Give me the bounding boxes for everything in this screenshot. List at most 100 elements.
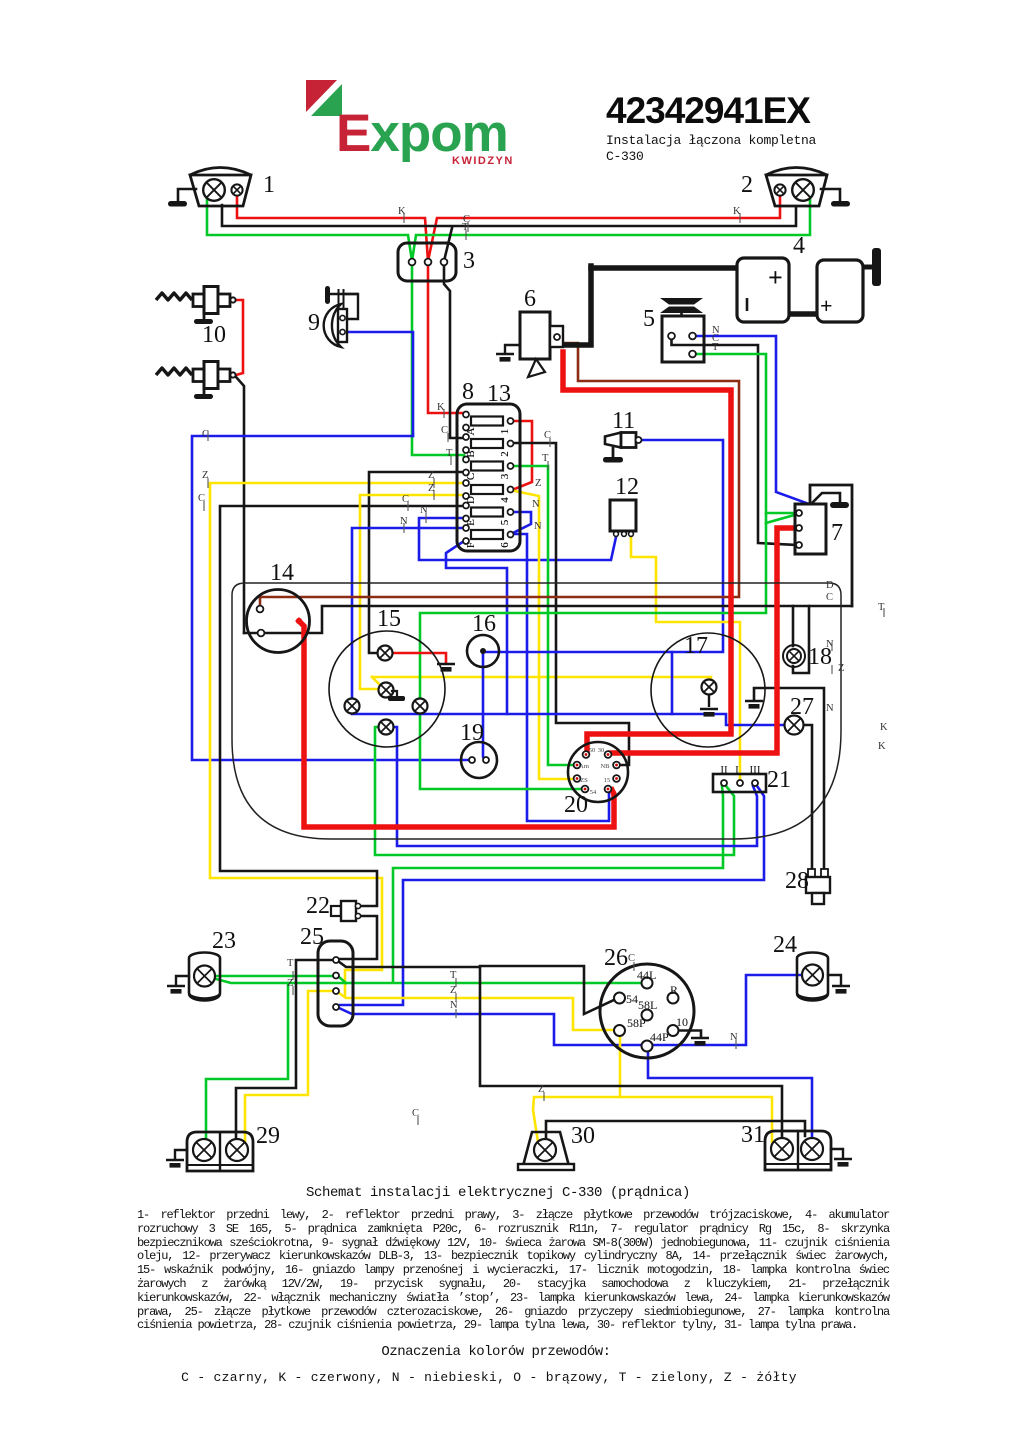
svg-text:N: N — [826, 639, 834, 650]
svg-text:C: C — [402, 494, 409, 505]
svg-text:21: 21 — [767, 767, 791, 793]
svg-text:16: 16 — [472, 611, 496, 637]
svg-text:C: C — [465, 473, 477, 480]
svg-text:3: 3 — [499, 473, 511, 479]
svg-text:50: 50 — [589, 747, 596, 754]
svg-text:II: II — [720, 764, 728, 776]
svg-text:Z: Z — [838, 663, 844, 674]
svg-text:3: 3 — [463, 248, 475, 274]
svg-text:8: 8 — [462, 379, 474, 405]
svg-text:Z: Z — [538, 1084, 544, 1095]
svg-text:24: 24 — [773, 932, 797, 958]
svg-text:T: T — [712, 342, 719, 353]
svg-text:K: K — [733, 206, 741, 217]
svg-text:D: D — [465, 496, 477, 504]
svg-text:T: T — [542, 453, 549, 464]
svg-text:6: 6 — [499, 542, 511, 548]
svg-text:A: A — [465, 427, 477, 435]
svg-text:Z: Z — [450, 985, 456, 996]
svg-text:K: K — [437, 402, 445, 413]
svg-text:10: 10 — [676, 1015, 688, 1029]
svg-text:26: 26 — [604, 945, 628, 971]
svg-text:20: 20 — [564, 792, 588, 818]
svg-text:2: 2 — [499, 451, 511, 457]
svg-text:C: C — [202, 429, 209, 440]
svg-text:58L: 58L — [638, 998, 657, 1012]
svg-text:+: + — [768, 263, 783, 292]
svg-text:15: 15 — [604, 777, 611, 784]
svg-text:13: 13 — [487, 381, 511, 407]
svg-text:N: N — [730, 1032, 738, 1043]
svg-text:C: C — [628, 953, 635, 964]
svg-text:4: 4 — [499, 497, 511, 503]
svg-text:54: 54 — [590, 789, 597, 796]
svg-text:T: T — [462, 222, 469, 233]
svg-text:54: 54 — [626, 992, 638, 1006]
svg-text:A: A — [465, 427, 477, 435]
svg-text:C: C — [826, 592, 833, 603]
svg-text:17: 17 — [684, 633, 708, 659]
svg-text:1: 1 — [499, 429, 511, 435]
svg-text:58P: 58P — [627, 1016, 646, 1030]
svg-text:12: 12 — [615, 474, 639, 500]
svg-text:C: C — [412, 1108, 419, 1119]
svg-text:30: 30 — [571, 1123, 595, 1149]
svg-text:D: D — [465, 496, 477, 504]
svg-text:NB: NB — [600, 763, 610, 770]
svg-text:7: 7 — [831, 520, 843, 546]
svg-text:K: K — [880, 722, 888, 733]
svg-text:K: K — [398, 206, 406, 217]
svg-text:14: 14 — [270, 560, 294, 586]
svg-text:28: 28 — [785, 868, 809, 894]
svg-text:F: F — [465, 542, 477, 548]
svg-text:T: T — [287, 958, 294, 969]
svg-text:18: 18 — [808, 644, 832, 670]
svg-text:N: N — [826, 703, 834, 714]
svg-text:F: F — [465, 542, 477, 548]
svg-text:5: 5 — [643, 306, 655, 332]
svg-text:C: C — [544, 430, 551, 441]
svg-text:N: N — [450, 1000, 458, 1011]
svg-text:11: 11 — [612, 408, 635, 434]
svg-text:6: 6 — [499, 542, 511, 548]
svg-text:N: N — [420, 505, 428, 516]
svg-text:31: 31 — [741, 1122, 765, 1148]
svg-text:1: 1 — [263, 172, 275, 198]
svg-text:K: K — [878, 741, 886, 752]
svg-text:Am: Am — [579, 763, 589, 770]
svg-text:C: C — [441, 425, 448, 436]
svg-text:B: B — [465, 450, 477, 457]
svg-text:N: N — [534, 521, 542, 532]
svg-text:I: I — [735, 764, 739, 776]
svg-text:2: 2 — [741, 172, 753, 198]
svg-text:Z: Z — [428, 470, 434, 481]
svg-text:C: C — [465, 473, 477, 480]
svg-text:2: 2 — [499, 451, 511, 457]
svg-text:N: N — [712, 325, 720, 336]
svg-text:3: 3 — [499, 473, 511, 479]
svg-text:R: R — [670, 983, 678, 997]
svg-text:25: 25 — [300, 924, 324, 950]
svg-text:+: + — [820, 293, 833, 318]
svg-text:5: 5 — [499, 519, 511, 525]
svg-text:10: 10 — [202, 322, 226, 348]
svg-text:22: 22 — [306, 893, 330, 919]
svg-text:N: N — [400, 516, 408, 527]
svg-text:T: T — [878, 602, 885, 613]
svg-text:44P: 44P — [650, 1030, 669, 1044]
svg-text:B: B — [465, 450, 477, 457]
svg-text:Z: Z — [287, 978, 293, 989]
svg-text:C: C — [712, 333, 719, 344]
svg-text:4: 4 — [793, 233, 805, 259]
svg-text:27: 27 — [790, 694, 814, 720]
svg-text:T: T — [450, 970, 457, 981]
svg-text:III: III — [750, 764, 761, 776]
svg-text:1: 1 — [499, 429, 511, 435]
svg-text:E: E — [465, 519, 477, 526]
svg-text:Z: Z — [535, 478, 541, 489]
svg-text:ZS: ZS — [580, 777, 588, 784]
svg-text:30: 30 — [598, 747, 605, 754]
svg-text:15: 15 — [377, 606, 401, 632]
svg-text:Z: Z — [428, 483, 434, 494]
svg-text:N: N — [532, 499, 540, 510]
